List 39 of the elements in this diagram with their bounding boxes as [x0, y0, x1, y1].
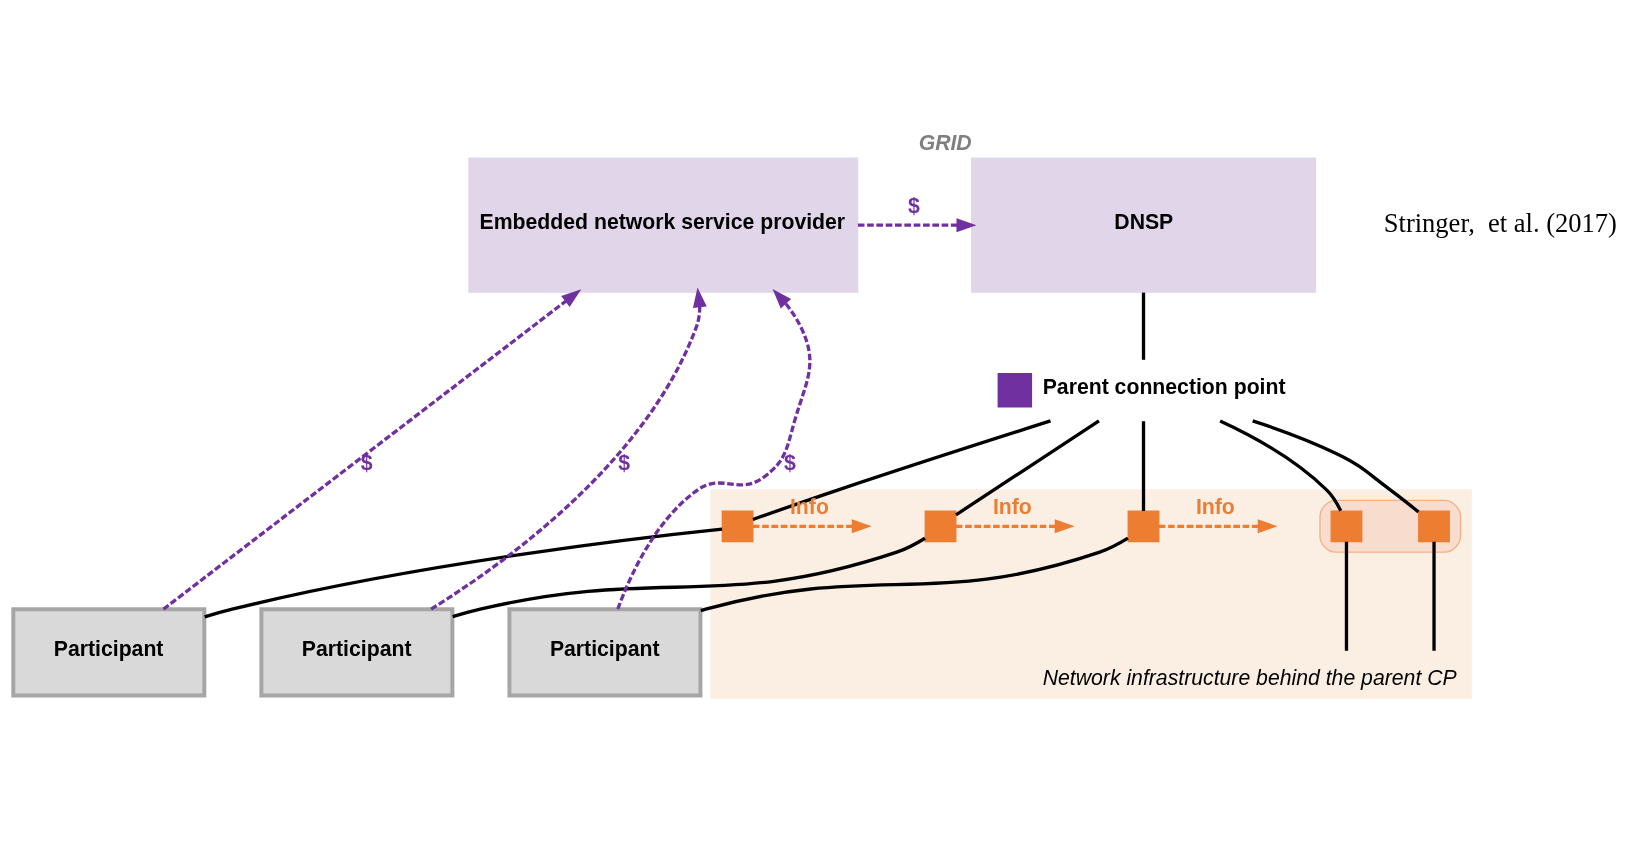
edge-label: $: [908, 193, 920, 217]
arrow: [162, 289, 582, 611]
arrow: [430, 287, 707, 611]
arrow: [857, 218, 977, 233]
connector: [1141, 421, 1146, 511]
node-box: [997, 373, 1033, 408]
arrow: [1158, 519, 1278, 534]
connector: [452, 536, 926, 619]
node-box: Participant: [507, 607, 703, 698]
node-box: DNSP: [971, 157, 1316, 293]
node-box: [924, 510, 957, 543]
node-label: GRID: [918, 130, 972, 154]
edge-label: Info: [789, 495, 829, 519]
connector: [1219, 419, 1343, 512]
connector: [1344, 541, 1349, 651]
connector: [204, 527, 723, 619]
connector: [1141, 292, 1146, 360]
node-box: [1330, 510, 1363, 543]
edge-label: $: [784, 450, 796, 474]
connector: [700, 536, 1129, 613]
arrow: [956, 519, 1075, 534]
edge-label: Info: [992, 495, 1032, 519]
arrow: [616, 288, 812, 610]
edge-label: $: [618, 450, 631, 474]
connector: [1252, 419, 1420, 514]
node-box: [1418, 510, 1450, 543]
node-label: Parent connection point: [1042, 375, 1286, 399]
connector: [1432, 541, 1436, 651]
edge-label: Info: [1195, 495, 1235, 519]
node-box: Participant: [259, 607, 455, 698]
node-box: [721, 510, 754, 543]
arrow: [753, 519, 872, 534]
label: Stringer, et al. (2017): [1383, 207, 1617, 238]
cluster: [1319, 499, 1462, 553]
connector: [955, 419, 1100, 517]
node-box: [1127, 510, 1160, 543]
node-box: Participant: [11, 607, 207, 698]
connector: [752, 419, 1052, 522]
node-box: Embedded network service provider: [468, 157, 859, 293]
